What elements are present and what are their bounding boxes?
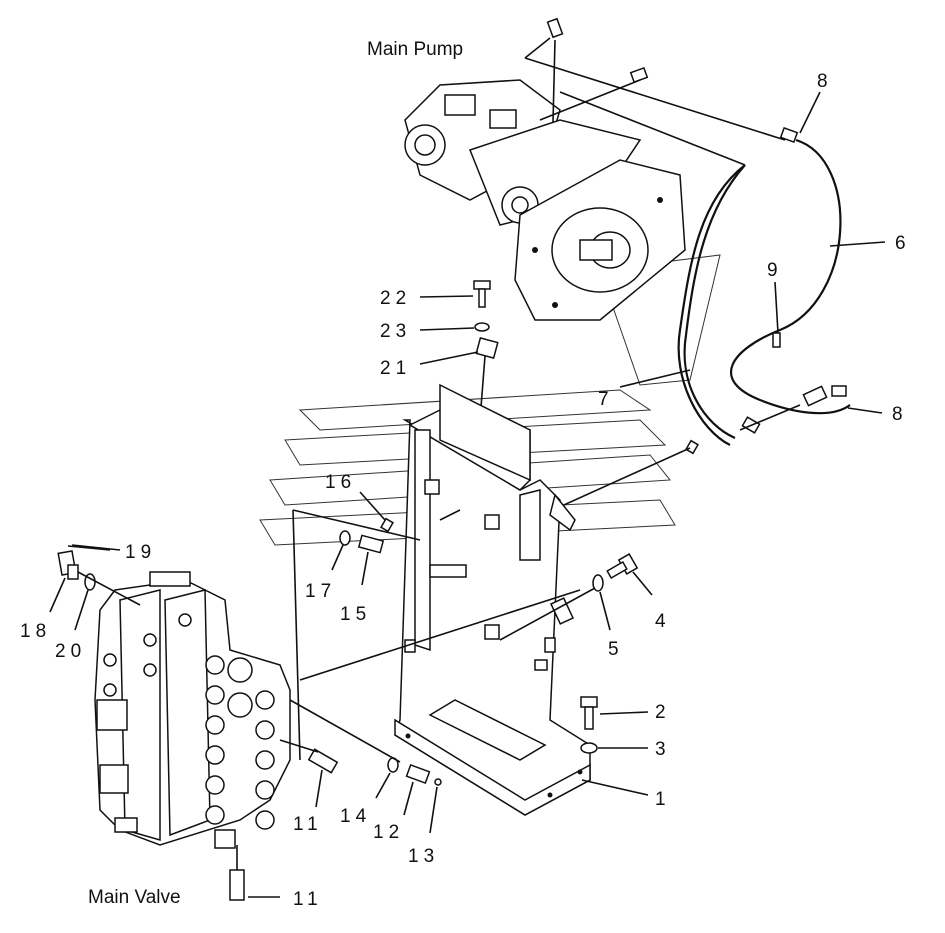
- callout-1: 1: [655, 789, 671, 810]
- callout-9: 9: [767, 260, 783, 281]
- callout-16: 16: [325, 472, 356, 493]
- callout-13: 13: [408, 846, 439, 867]
- callout-21: 21: [380, 358, 411, 379]
- callout-23: 23: [380, 321, 411, 342]
- callout-8-bottom: 8: [892, 404, 908, 425]
- callout-7: 7: [598, 389, 614, 410]
- callout-19: 19: [125, 542, 156, 563]
- valve-fittings-upper: [292, 509, 581, 761]
- callout-2: 2: [655, 702, 671, 723]
- callout-22: 22: [380, 288, 411, 309]
- main-pump-drawing: [404, 79, 686, 321]
- callout-17: 17: [305, 581, 336, 602]
- callout-18: 18: [20, 621, 51, 642]
- upper-bolts: [473, 280, 499, 421]
- leader-lines: [49, 91, 886, 898]
- callout-4: 4: [655, 611, 671, 632]
- callout-14: 14: [340, 806, 371, 827]
- valve-fittings-left: [57, 545, 141, 606]
- callout-20: 20: [55, 641, 86, 662]
- valve-spools: [103, 613, 275, 830]
- valve-fittings-lower: [229, 699, 442, 901]
- callout-6: 6: [895, 233, 911, 254]
- callout-5: 5: [608, 639, 624, 660]
- callout-3: 3: [655, 739, 671, 760]
- callout-11-bottom: 11: [293, 889, 323, 910]
- side-bolts: [499, 553, 639, 754]
- main-valve-title: Main Valve: [88, 887, 181, 908]
- callout-8-top: 8: [817, 71, 833, 92]
- callout-15: 15: [340, 604, 371, 625]
- pump-fittings: [524, 17, 786, 166]
- bracket-drawing: [394, 383, 591, 816]
- callout-12: 12: [373, 822, 404, 843]
- main-pump-title: Main Pump: [367, 39, 463, 60]
- main-valve-drawing: [94, 571, 291, 849]
- callout-numbers: 8 6 9 7 8 22 23 21 16 17 15 19 18 20 4 5…: [20, 71, 911, 910]
- callout-11-mid: 11: [293, 814, 323, 835]
